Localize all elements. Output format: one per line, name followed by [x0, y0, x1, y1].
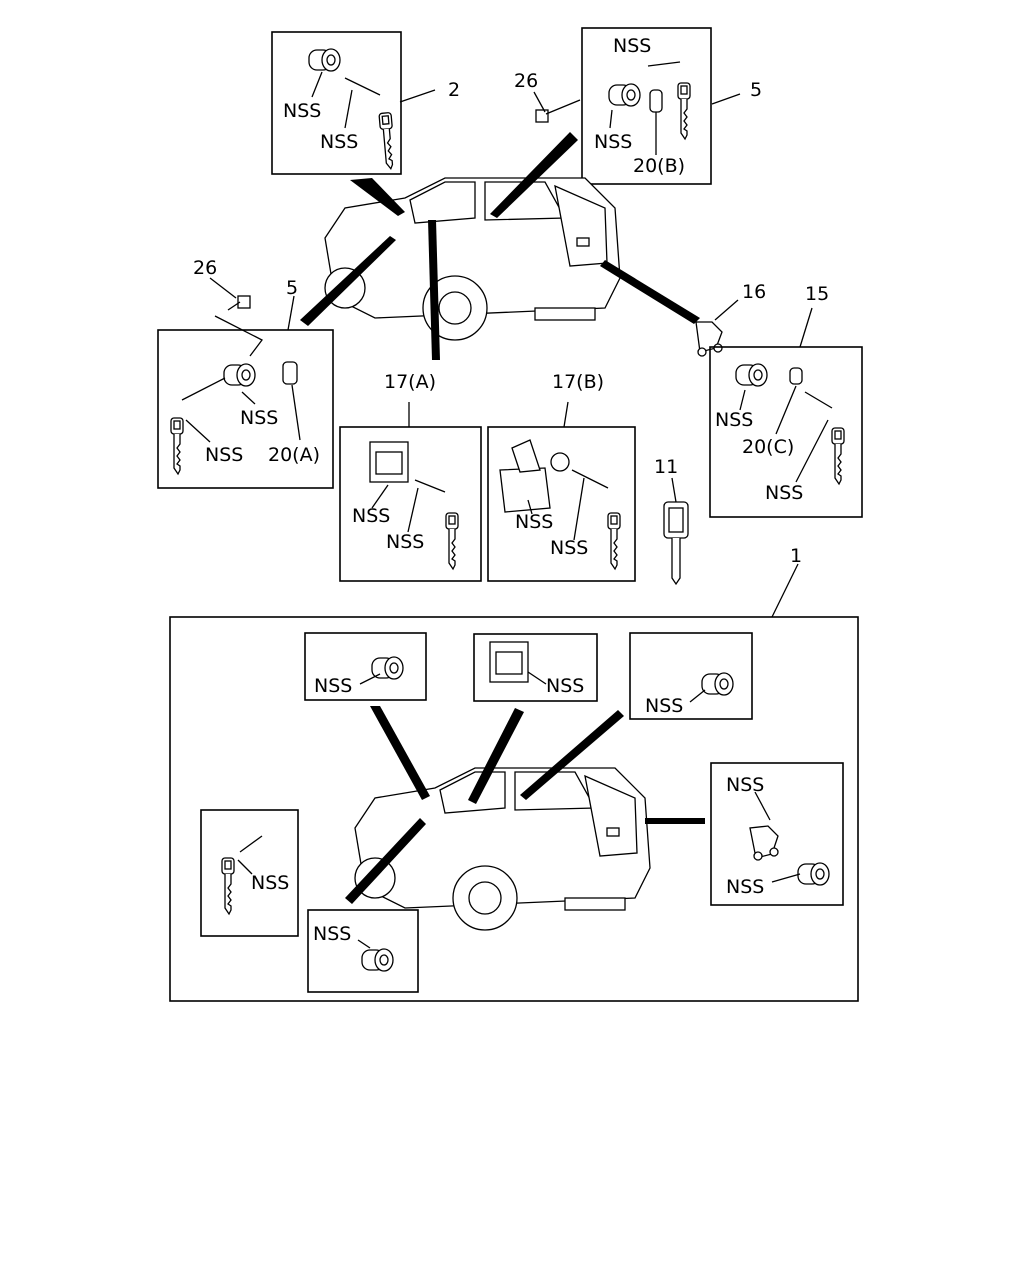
label-part-17a: 17(A)	[384, 371, 436, 393]
label-part-11: 11	[654, 456, 678, 478]
key-part-11	[663, 501, 689, 586]
label-part-2: 2	[448, 79, 460, 101]
label-part-5: 5	[750, 79, 762, 101]
cylinder-2	[308, 48, 341, 72]
subbox-key	[200, 809, 299, 937]
latch-17a	[369, 441, 409, 483]
label-nss: NSS	[251, 872, 289, 894]
key-17a	[445, 512, 459, 570]
bracket-part-16	[695, 321, 723, 357]
key-5-upper	[677, 82, 691, 140]
bolt-26-left	[227, 295, 251, 311]
cylinder-5-left	[223, 363, 256, 387]
box-part-5-left	[157, 329, 334, 489]
label-part-26: 26	[514, 70, 538, 92]
bracket-sub	[749, 825, 779, 861]
box-part-2	[271, 31, 402, 175]
label-nss: NSS	[715, 409, 753, 431]
label-nss: NSS	[314, 675, 352, 697]
label-nss: NSS	[386, 531, 424, 553]
cylinder-sub-rear	[701, 672, 734, 696]
label-part-16: 16	[742, 281, 766, 303]
key-17b	[607, 512, 621, 570]
label-part-20a: 20(A)	[268, 444, 320, 466]
label-nss: NSS	[726, 774, 764, 796]
cylinder-sub-door-lock	[361, 948, 394, 972]
label-nss: NSS	[594, 131, 632, 153]
box-part-17a	[339, 426, 482, 582]
label-nss: NSS	[283, 100, 321, 122]
label-part-1: 1	[790, 545, 802, 567]
box-part-5-upper	[581, 27, 712, 185]
key-15	[831, 427, 845, 485]
label-nss: NSS	[320, 131, 358, 153]
label-nss: NSS	[515, 511, 553, 533]
label-part-26: 26	[193, 257, 217, 279]
label-nss: NSS	[550, 537, 588, 559]
box-part-15	[709, 346, 863, 518]
subbox-door-lock	[307, 909, 419, 993]
latch-17b	[499, 439, 570, 513]
subbox-door-cylinder	[304, 632, 427, 701]
label-nss: NSS	[645, 695, 683, 717]
key-5-left	[170, 417, 184, 475]
box-part-1	[169, 616, 859, 1002]
label-part-17b: 17(B)	[552, 371, 604, 393]
cylinder-5-upper	[608, 83, 641, 107]
label-nss: NSS	[726, 876, 764, 898]
latch-sub	[489, 641, 529, 683]
label-nss: NSS	[240, 407, 278, 429]
cylinder-sub-bracket	[797, 862, 830, 886]
subbox-rear-cylinder	[629, 632, 753, 720]
label-nss: NSS	[205, 444, 243, 466]
label-part-5: 5	[286, 277, 298, 299]
key-2	[378, 111, 397, 171]
subbox-latch	[473, 633, 598, 702]
label-part-15: 15	[805, 283, 829, 305]
box-part-17b	[487, 426, 636, 582]
bolt-26-upper	[535, 99, 581, 123]
label-nss: NSS	[313, 923, 351, 945]
label-nss: NSS	[613, 35, 651, 57]
label-nss: NSS	[546, 675, 584, 697]
label-part-20c: 20(C)	[742, 436, 794, 458]
key-sub	[221, 857, 235, 915]
label-nss: NSS	[765, 482, 803, 504]
label-part-20b: 20(B)	[633, 155, 685, 177]
subbox-bracket	[710, 762, 844, 906]
cylinder-15	[735, 363, 768, 387]
label-nss: NSS	[352, 505, 390, 527]
